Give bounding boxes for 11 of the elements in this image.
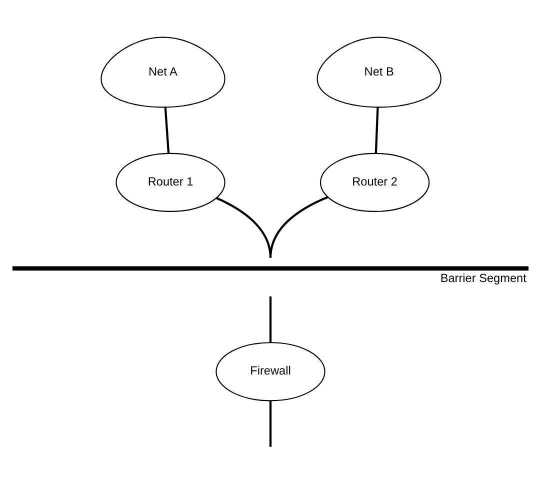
connector	[269, 296, 272, 342]
connector	[269, 400, 272, 446]
node-box	[12, 266, 529, 270]
connector	[216, 196, 272, 258]
node-ellipse: Router 1	[116, 152, 226, 212]
node-ellipse: Router 2	[320, 152, 430, 212]
connector	[269, 196, 328, 258]
connector	[164, 106, 170, 153]
node-ellipse: Firewall	[216, 342, 326, 401]
node-label: Barrier Segment	[440, 270, 526, 285]
connector	[374, 106, 379, 153]
